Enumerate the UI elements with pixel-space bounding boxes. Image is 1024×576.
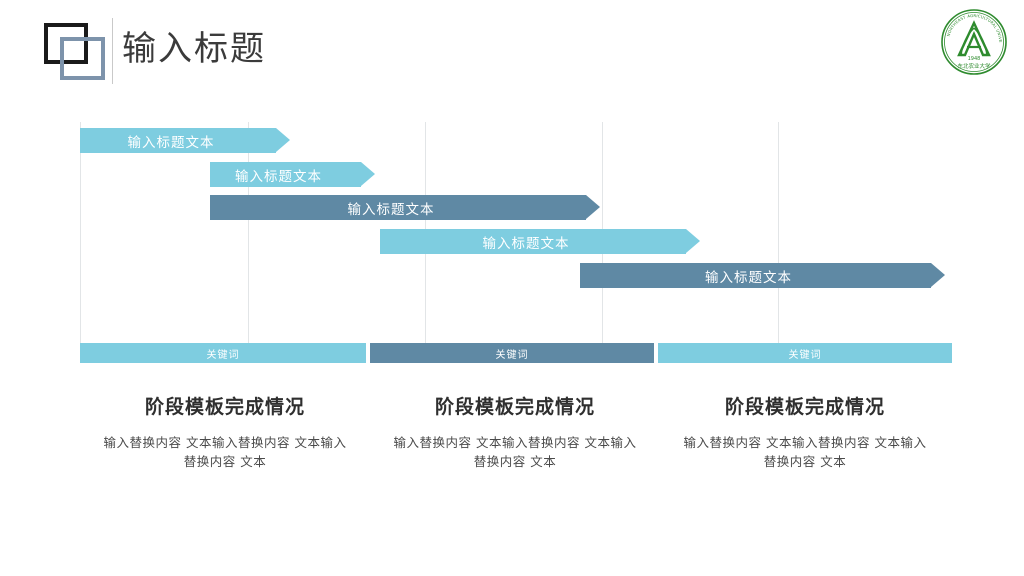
svg-text:1948: 1948	[968, 56, 981, 62]
caption-heading: 阶段模板完成情况	[724, 396, 885, 418]
keyword-segment[interactable]: 关键词	[80, 343, 366, 363]
gantt-bar-label: 输入标题文本	[235, 168, 322, 185]
keyword-segment-label: 关键词	[788, 349, 822, 361]
logo-square-blue	[60, 37, 105, 80]
arrow-head-icon	[586, 195, 600, 219]
keyword-segment[interactable]: 关键词	[658, 343, 952, 363]
arrow-head-icon	[931, 263, 945, 287]
chart-gridline-0	[80, 122, 81, 360]
caption-heading: 阶段模板完成情况	[434, 396, 595, 418]
overlapping-squares-icon	[44, 23, 106, 81]
chart-gridline-1	[248, 122, 249, 360]
arrow-head-icon	[686, 229, 700, 253]
gantt-bar[interactable]: 输入标题文本	[210, 162, 375, 187]
svg-text:东北农业大学: 东北农业大学	[957, 62, 991, 70]
caption-body: 输入替换内容 文本输入替换内容 文本输入替换内容 文本	[683, 435, 927, 469]
keyword-strip: 关键词 关键词 关键词	[80, 343, 952, 363]
caption-column: 阶段模板完成情况输入替换内容 文本输入替换内容 文本输入替换内容 文本	[660, 392, 950, 471]
caption-body: 输入替换内容 文本输入替换内容 文本输入替换内容 文本	[103, 435, 347, 469]
gantt-chart: 输入标题文本输入标题文本输入标题文本输入标题文本输入标题文本	[80, 122, 950, 360]
slide-header: 输入标题 1948 东北农业大学 NORTHEAST AGRICULTURAL …	[0, 0, 1024, 100]
header-divider	[112, 18, 113, 84]
gantt-bar[interactable]: 输入标题文本	[580, 263, 945, 288]
gantt-bar[interactable]: 输入标题文本	[380, 229, 700, 254]
arrow-head-icon	[276, 128, 290, 152]
gantt-bar-label: 输入标题文本	[127, 134, 215, 151]
page-title: 输入标题	[122, 29, 266, 69]
logo-square-black	[44, 23, 88, 64]
caption-body: 输入替换内容 文本输入替换内容 文本输入替换内容 文本	[393, 435, 637, 469]
keyword-segment-label: 关键词	[495, 349, 529, 361]
caption-heading: 阶段模板完成情况	[144, 396, 305, 418]
keyword-segment[interactable]: 关键词	[370, 343, 654, 363]
gantt-bar-label: 输入标题文本	[482, 235, 570, 252]
arrow-head-icon	[361, 162, 375, 186]
caption-column: 阶段模板完成情况输入替换内容 文本输入替换内容 文本输入替换内容 文本	[370, 392, 660, 471]
university-seal-icon: 1948 东北农业大学 NORTHEAST AGRICULTURAL UNIVE…	[936, 2, 1010, 78]
chart-gridline-4	[778, 122, 779, 360]
gantt-bar[interactable]: 输入标题文本	[210, 195, 600, 220]
keyword-segment-label: 关键词	[206, 349, 240, 361]
gantt-bar-label: 输入标题文本	[347, 201, 435, 218]
caption-row: 阶段模板完成情况输入替换内容 文本输入替换内容 文本输入替换内容 文本阶段模板完…	[80, 392, 952, 471]
gantt-bar-label: 输入标题文本	[705, 269, 792, 286]
caption-column: 阶段模板完成情况输入替换内容 文本输入替换内容 文本输入替换内容 文本	[80, 392, 370, 471]
gantt-bar[interactable]: 输入标题文本	[80, 128, 290, 153]
